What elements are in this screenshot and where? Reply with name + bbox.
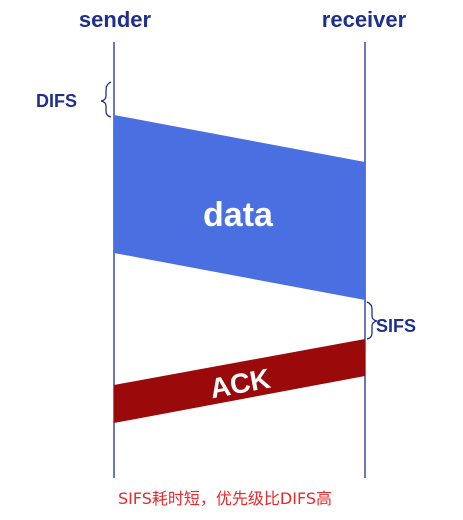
data-frame: [114, 115, 365, 300]
difs-label: DIFS: [36, 91, 77, 111]
data-label: data: [203, 196, 274, 234]
footnote: SIFS耗时短，优先级比DIFS高: [118, 489, 332, 508]
sifs-label: SIFS: [376, 316, 416, 336]
difs-brace: [100, 81, 112, 118]
sifs-brace: [366, 301, 378, 340]
sender-label: sender: [79, 7, 152, 32]
ack-frame: [114, 339, 365, 423]
receiver-label: receiver: [322, 7, 407, 32]
